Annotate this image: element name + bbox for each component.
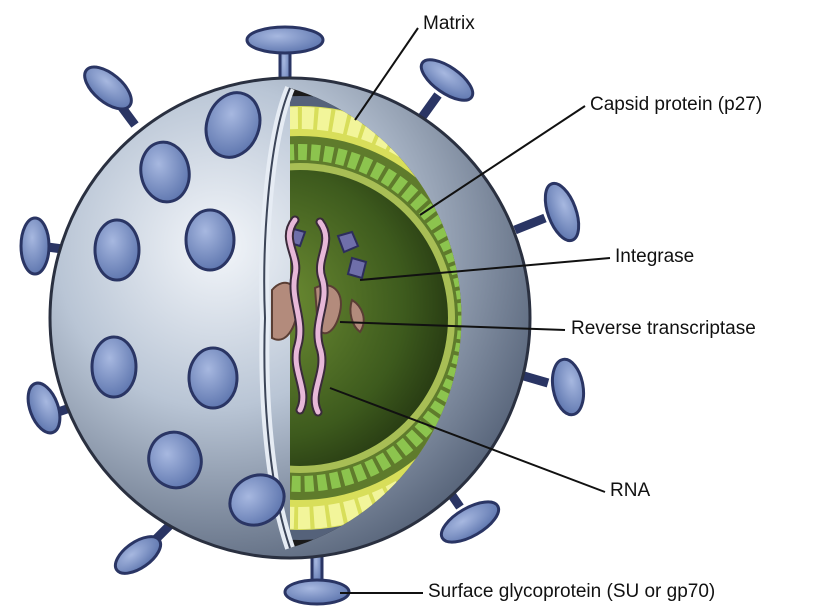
glycoprotein-spike xyxy=(515,179,585,245)
rna-label: RNA xyxy=(610,481,650,500)
glycoprotein-spike xyxy=(92,337,136,397)
integrase-label: Integrase xyxy=(615,247,694,266)
glycoprotein-spike xyxy=(415,52,479,120)
capsid-protein-label: Capsid protein (p27) xyxy=(590,95,762,114)
glycoprotein-spike xyxy=(109,520,175,581)
glycoprotein-spike xyxy=(78,59,139,125)
glycoprotein-spike xyxy=(186,210,234,270)
glycoprotein-spike xyxy=(189,348,237,408)
matrix-label: Matrix xyxy=(423,14,475,33)
reverse-transcriptase-label: Reverse transcriptase xyxy=(571,319,756,338)
glycoprotein-spike xyxy=(95,220,139,280)
surface-glycoprotein-label: Surface glycoprotein (SU or gp70) xyxy=(428,582,715,601)
